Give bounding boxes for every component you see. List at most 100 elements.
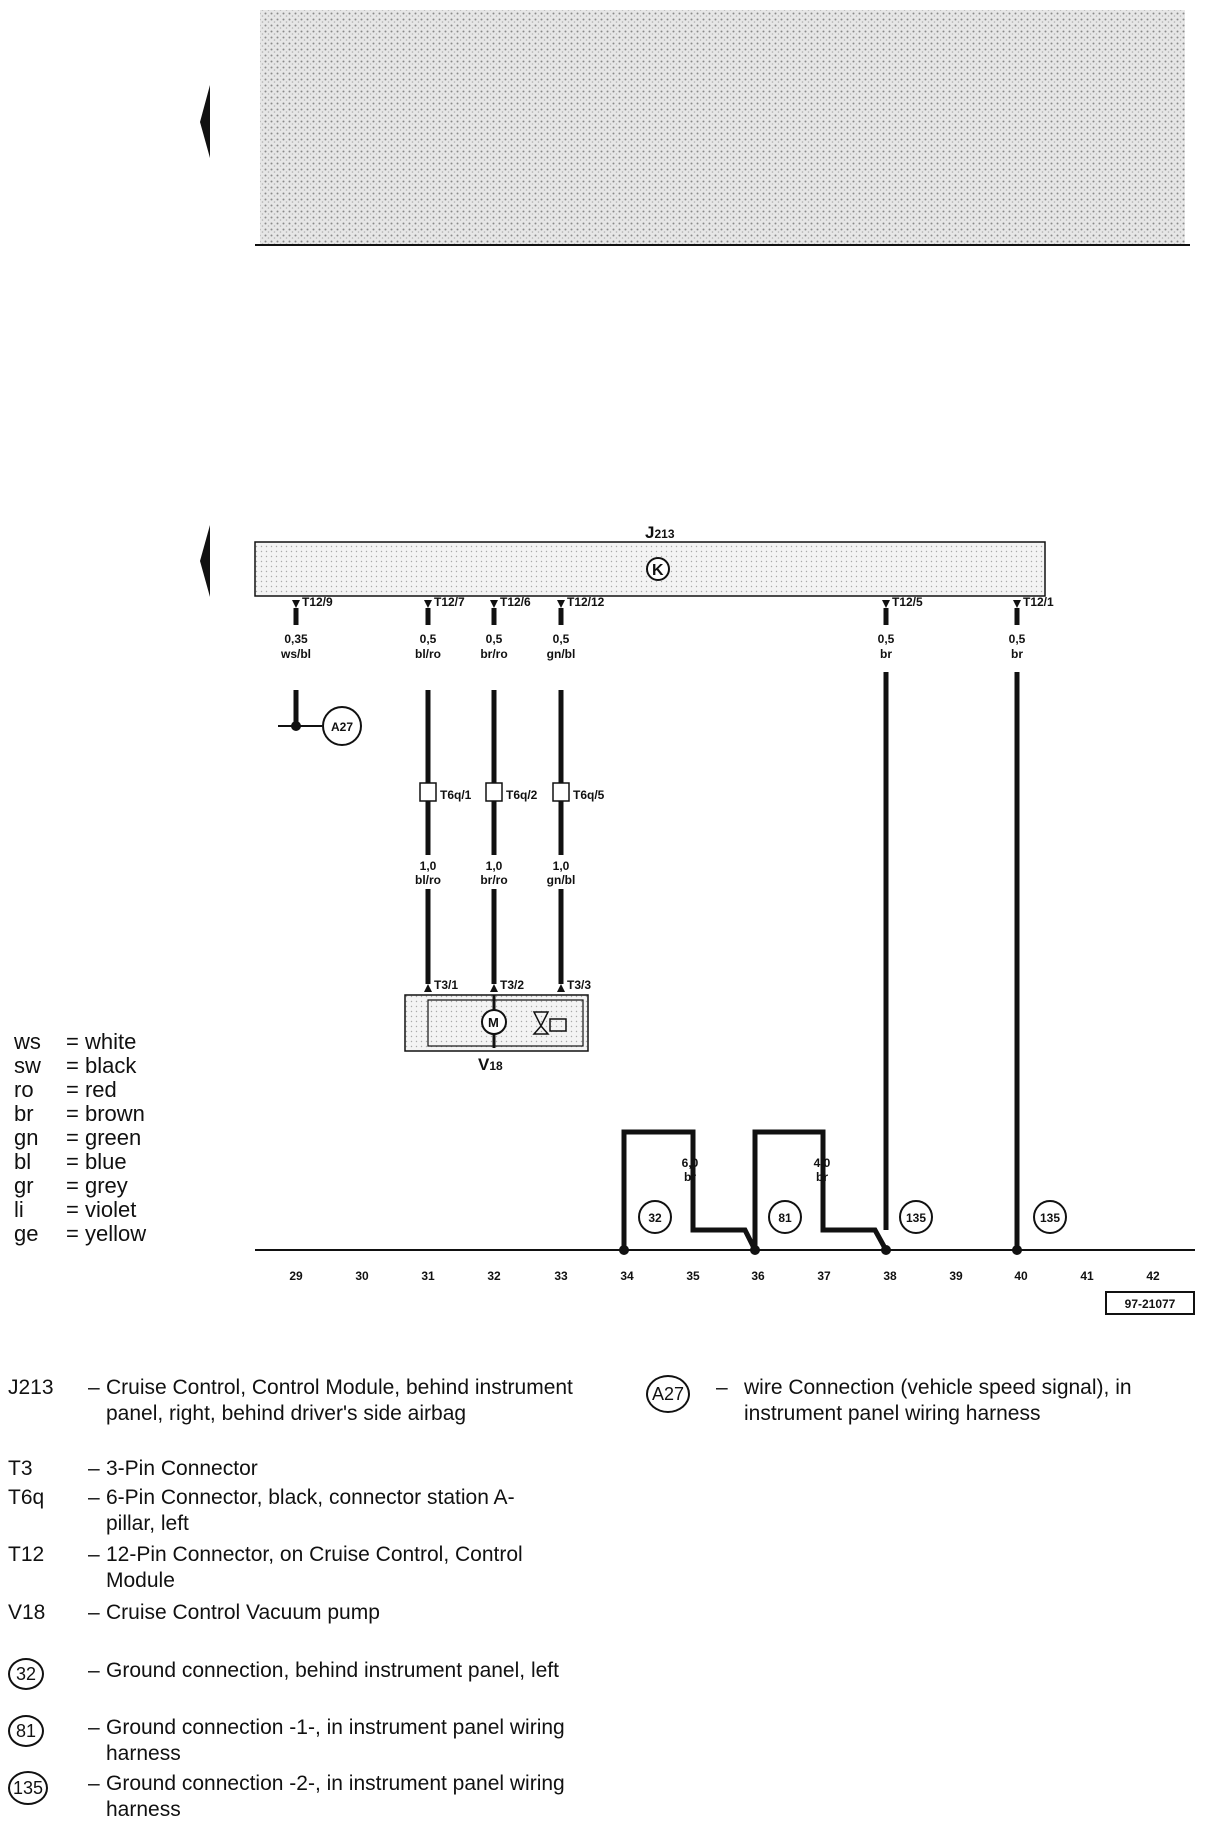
svg-text:K: K bbox=[652, 562, 664, 579]
color-eq: = bbox=[66, 1149, 79, 1174]
color-code-row: li= violet bbox=[14, 1198, 146, 1222]
svg-text:br: br bbox=[1011, 647, 1023, 661]
svg-text:gn/bl: gn/bl bbox=[547, 873, 576, 887]
color-eq: = bbox=[66, 1077, 79, 1102]
svg-text:81: 81 bbox=[778, 1211, 792, 1225]
color-code-row: ro= red bbox=[14, 1078, 146, 1102]
component-j213 bbox=[254, 541, 1046, 597]
legend-desc: 12-Pin Connector, on Cruise Control, Con… bbox=[106, 1543, 523, 1592]
color-eq: = bbox=[66, 1125, 79, 1150]
pin-label: T12/7 bbox=[434, 595, 465, 609]
color-name: yellow bbox=[84, 1221, 147, 1246]
color-eq: = bbox=[66, 1197, 79, 1222]
color-code-row: ws = white bbox=[14, 1030, 146, 1054]
legend-code: V18 bbox=[8, 1601, 46, 1624]
pin-label: T12/5 bbox=[892, 595, 923, 609]
junction-a27: A27 bbox=[278, 706, 362, 746]
color-code-row: sw = black bbox=[14, 1054, 146, 1078]
color-abbr: ws bbox=[14, 1029, 41, 1054]
svg-text:ws/bl: ws/bl bbox=[280, 647, 311, 661]
svg-text:37: 37 bbox=[817, 1269, 831, 1283]
color-abbr: li bbox=[14, 1197, 24, 1222]
svg-text:40: 40 bbox=[1014, 1269, 1028, 1283]
svg-text:6,0: 6,0 bbox=[682, 1156, 699, 1170]
svg-text:br/ro: br/ro bbox=[480, 873, 507, 887]
ground-wires bbox=[621, 1129, 889, 1252]
legend-dash: – bbox=[88, 1659, 100, 1682]
legend-code: T12 bbox=[8, 1543, 45, 1566]
svg-text:M: M bbox=[488, 1015, 499, 1030]
color-name: blue bbox=[84, 1149, 127, 1174]
track-numbers: 29 30 31 32 33 34 35 36 37 38 39 40 41 4… bbox=[289, 1269, 1160, 1283]
svg-text:A27: A27 bbox=[331, 720, 353, 734]
svg-text:0,35: 0,35 bbox=[284, 632, 308, 646]
svg-text:32: 32 bbox=[487, 1269, 501, 1283]
legend-item-j213: J213 – Cruise Control, Control Module, b… bbox=[8, 1375, 586, 1427]
pin-arrows bbox=[292, 600, 1021, 608]
header-arrow-top bbox=[200, 85, 210, 158]
color-eq: = bbox=[66, 1221, 79, 1246]
pin-labels: T12/9 T12/7 T12/6 T12/12 T12/5 T12/1 bbox=[302, 595, 1054, 609]
color-code-key: ws= white sw= black ro= red br= brown gn… bbox=[14, 1030, 146, 1246]
color-name: white bbox=[84, 1029, 137, 1054]
ground-point-labels: 32 81 135 135 bbox=[638, 1200, 1067, 1234]
svg-text:41: 41 bbox=[1080, 1269, 1094, 1283]
color-eq: = bbox=[66, 1029, 79, 1054]
pin-label: T12/6 bbox=[500, 595, 531, 609]
svg-text:30: 30 bbox=[355, 1269, 369, 1283]
svg-text:br: br bbox=[684, 1170, 696, 1184]
svg-text:br: br bbox=[880, 647, 892, 661]
legend-desc: Cruise Control, Control Module, behind i… bbox=[106, 1376, 573, 1425]
legend-dash: – bbox=[88, 1457, 100, 1480]
svg-text:39: 39 bbox=[949, 1269, 963, 1283]
svg-text:35: 35 bbox=[686, 1269, 700, 1283]
pin-label: T12/12 bbox=[567, 595, 605, 609]
color-name: red bbox=[84, 1077, 117, 1102]
color-abbr: sw bbox=[14, 1053, 41, 1078]
color-name: green bbox=[84, 1125, 142, 1150]
legend-desc: Cruise Control Vacuum pump bbox=[106, 1601, 380, 1624]
color-code-row: gn = green bbox=[14, 1126, 146, 1150]
svg-text:32: 32 bbox=[648, 1211, 662, 1225]
legend-desc: wire Connection (vehicle speed signal), … bbox=[744, 1376, 1132, 1425]
color-eq: = bbox=[66, 1173, 79, 1198]
legend-item-ground-32: 32 – Ground connection, behind instrumen… bbox=[8, 1658, 586, 1690]
header-shaded-block bbox=[260, 10, 1185, 245]
connector-t6q: T6q/1 T6q/2 T6q/5 bbox=[419, 782, 605, 802]
svg-text:T3/2: T3/2 bbox=[500, 978, 524, 992]
cruise-control-symbol: K bbox=[646, 557, 670, 581]
svg-text:1,0: 1,0 bbox=[420, 859, 437, 873]
svg-text:bl/ro: bl/ro bbox=[415, 873, 441, 887]
legend-desc: Ground connection -2-, in instrument pan… bbox=[106, 1772, 565, 1821]
svg-text:gn/bl: gn/bl bbox=[547, 647, 576, 661]
color-abbr: gn bbox=[14, 1125, 39, 1150]
color-name: black bbox=[84, 1053, 137, 1078]
legend-dash: – bbox=[88, 1486, 100, 1509]
legend-desc: 6-Pin Connector, black, connector statio… bbox=[106, 1486, 515, 1535]
color-abbr: bl bbox=[14, 1149, 32, 1174]
upper-wires bbox=[293, 608, 1020, 1250]
connector-t3: T3/1 T3/2 T3/3 bbox=[424, 978, 591, 992]
svg-text:0,5: 0,5 bbox=[553, 632, 570, 646]
legend-dash: – bbox=[716, 1376, 728, 1399]
legend-dash: – bbox=[88, 1543, 100, 1566]
svg-text:1,0: 1,0 bbox=[486, 859, 503, 873]
svg-text:42: 42 bbox=[1146, 1269, 1160, 1283]
legend-dash: – bbox=[88, 1772, 100, 1795]
pin-label: T12/9 bbox=[302, 595, 333, 609]
svg-text:1,0: 1,0 bbox=[553, 859, 570, 873]
ground-wire-labels: 6,0 br 4,0 br bbox=[682, 1156, 831, 1184]
pin-label: T12/1 bbox=[1023, 595, 1054, 609]
legend-item-t3: T3 – 3-Pin Connector bbox=[8, 1456, 576, 1482]
color-name: grey bbox=[84, 1173, 128, 1198]
svg-text:T6q/2: T6q/2 bbox=[506, 788, 538, 802]
color-eq: = bbox=[66, 1053, 79, 1078]
svg-text:T6q/1: T6q/1 bbox=[440, 788, 472, 802]
color-abbr: ge bbox=[14, 1221, 39, 1246]
color-abbr: br bbox=[14, 1101, 34, 1126]
svg-text:4,0: 4,0 bbox=[814, 1156, 831, 1170]
legend-item-ground-81: 81 – Ground connection -1-, in instrumen… bbox=[8, 1715, 566, 1767]
figure-id: 97-21077 bbox=[1105, 1291, 1195, 1315]
legend-desc: Ground connection, behind instrument pan… bbox=[106, 1659, 559, 1682]
